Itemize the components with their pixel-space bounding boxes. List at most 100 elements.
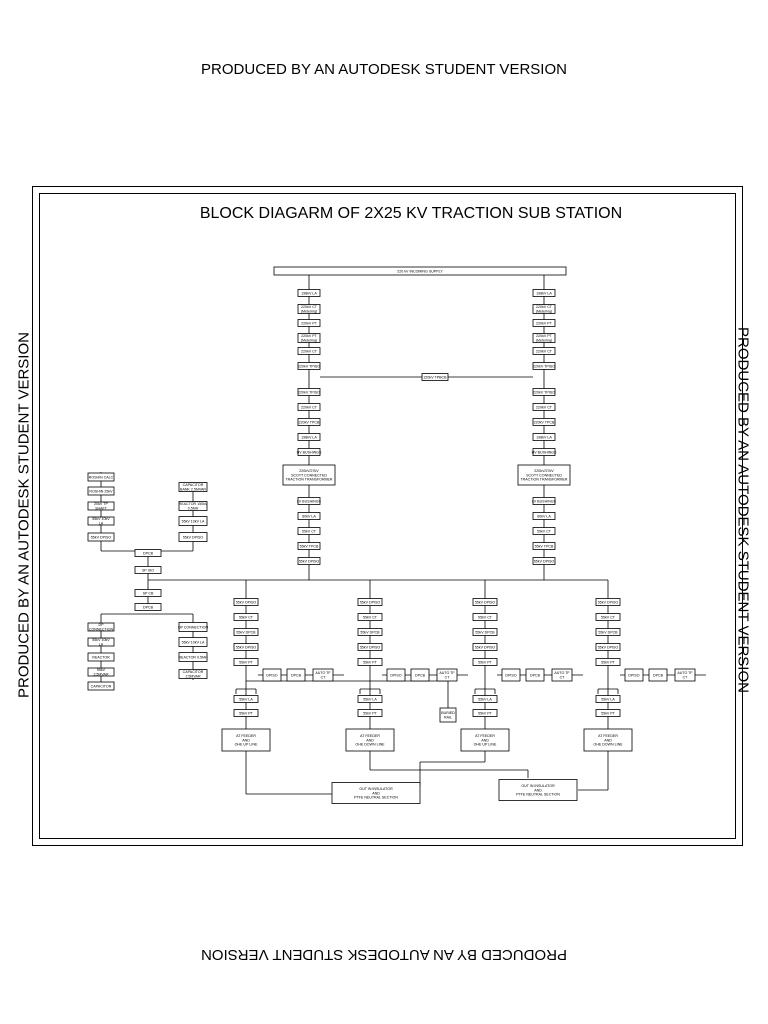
hv-equipment-box-label: 220kV PT [536,334,553,338]
at-feeder-box-label: AT FEEDER [475,734,495,738]
capacitor-left-bottom-box-label: DP [99,623,105,627]
side-chain-box-label: AUTO TF [439,671,455,675]
hv-equipment-box-label: (Metering) [301,338,317,342]
capacitor-right-bottom-box: REACTOR 0.5MH [178,652,208,662]
capacitor-center-box: DPCB [134,603,162,611]
side-chain-box-label: DPCB [530,673,541,677]
hv-equipment-box-label: 220kV CT [301,349,318,353]
hv-equipment-box: LV BUSHINGS [532,497,557,505]
side-chain-box-label: AUTO TF [554,671,570,675]
feeder-equipment-box: 55kV DPCB [472,628,498,636]
hv-equipment-box-label: 220kV PT [536,321,553,325]
hv-equipment-box-label: 220kV CT [536,405,553,409]
hv-equipment-box-label: 198kV LA [536,435,552,439]
hv-equipment-box: 220kV TPISO [297,388,321,396]
side-chain-box-label: DPCB [291,673,302,677]
drawing-frame-outer [32,186,743,846]
feeder-equipment-box: 55kV PT [595,658,621,666]
hv-equipment-box: LV BUSHINGS [297,497,322,505]
side-chain-box-label: DPISO [266,673,277,677]
hv-equipment-box-label: (Metering) [536,338,552,342]
feeder-equipment-box-label: 55kV LA [478,697,492,701]
capacitor-left-top-box-label: 55kV 10kV [92,517,110,521]
capacitor-right-bottom-box-label: CAPACITOR [183,670,204,674]
capacitor-right-bottom-box-label: 55kV 10kV LA [182,640,205,644]
capacitor-left-top-box-label: SHAFT [95,506,108,510]
hv-equipment-box: 220kV TPCB [532,418,556,426]
feeder-equipment-box: 55kV PT [595,709,621,717]
hv-equipment-box-label: 220kV TPISO [533,364,555,368]
bus-coupler-box: 220kV TPBCB [421,373,449,381]
side-chain-box: DPISO [624,668,644,682]
feeder-equipment-box: 55kV LA [357,695,383,703]
hv-equipment-box-label: TRACTION TRANSFORMER [285,478,332,482]
feeder-equipment-box-label: 55kV DPISO [236,645,257,649]
hv-equipment-box: 220kV PT(Metering) [532,333,556,343]
feeder-equipment-box-label: 55kV DPISO [360,600,381,604]
at-feeder-box-label: OHE UP LINE [474,743,497,747]
side-chain-box: DPCB [286,668,306,682]
capacitor-left-bottom-box: CAPACITOR [87,681,115,691]
hv-equipment-box-label: 220kV CT [301,405,318,409]
at-feeder-box-label: AT FEEDER [236,734,256,738]
hv-equipment-box: 60kV LA [297,512,321,520]
hv-equipment-box: 198kV LA [297,433,321,441]
feeder-equipment-box: 55kV DPCB [233,628,259,636]
at-feeder-box-label: AND [481,738,489,742]
capacitor-left-bottom-box-label: CONNECTION [89,627,114,631]
feeder-equipment-box-label: 55kV PT [478,660,493,664]
side-chain-box-label: DPCB [653,673,664,677]
feeder-equipment-box: 55kV LA [472,695,498,703]
hv-equipment-box-label: 60kV LA [537,514,551,518]
feeder-equipment-box-label: 55kV DPCB [598,630,618,634]
buried-rail-box-label: RAIL [444,715,452,719]
capacitor-left-bottom-box-label: 2.5MVAR [93,672,109,676]
feeder-equipment-box-label: 55kV CT [601,615,616,619]
capacitor-left-top-box-label: 20kV TP [94,502,108,506]
feeder-equipment-box-label: 55kV DPISO [475,645,496,649]
hv-equipment-box-label: HV BUSHINGS [532,450,557,454]
feeder-equipment-box: 55kV DPISO [595,643,621,651]
side-chain-box: DPCB [410,668,430,682]
feeder-equipment-box: 55kV PT [357,658,383,666]
hv-equipment-box: HV BUSHINGS [532,448,557,456]
hv-equipment-box-label: 198kV LA [536,291,552,295]
hv-equipment-box: 220kV CT [532,403,556,411]
hv-equipment-box-label: 220kV TPCB [299,420,320,424]
capacitor-right-top-box: 55kV DPISO [178,532,208,542]
hv-equipment-box-label: TRACTION TRANSFORMER [520,478,567,482]
feeder-equipment-box: 55kV LA [595,695,621,703]
feeder-equipment-box-label: 55kV PT [601,711,616,715]
feeder-equipment-box: 55kV DPCB [357,628,383,636]
capacitor-right-top-box-label: CAPACITOR [183,483,204,487]
hv-equipment-box: 55kV CT [532,527,556,535]
capacitor-left-bottom-box-label: REACTOR [92,655,110,659]
capacitor-left-top-box: 55kV DPISO [87,532,115,542]
capacitor-left-top-box: ROSHIN 25kV [87,486,115,496]
insulator-box-label: OUT IN INSULATOR [521,784,555,788]
feeder-equipment-box-label: 55kV CT [239,615,254,619]
insulator-box-label: AND [534,788,542,792]
capacitor-right-bottom-box: DP CONNECTION [178,622,208,632]
hv-equipment-box-label: 220kV TPISO [298,390,320,394]
side-chain-box: DPCB [525,668,545,682]
insulator-box-label: OUT IN INSULATOR [359,787,393,791]
hv-equipment-box-label: 220kV TPISO [533,390,555,394]
side-chain-box: DPISO [262,668,282,682]
feeder-equipment-box-label: 55kV DPISO [360,645,381,649]
hv-equipment-box: 220kV PT(Metering) [297,333,321,343]
hv-equipment-box-label: 220kV PT [301,334,318,338]
capacitor-left-top-box-label: ROSHIN 25kV [89,489,113,493]
at-feeder-box-label: AND [604,738,612,742]
feeder-equipment-box-label: 55kV LA [601,697,615,701]
side-chain-box-label: DPISO [390,673,401,677]
side-chain-box-label: CT [560,675,566,679]
side-chain-box-label: DPCB [415,673,426,677]
capacitor-right-bottom-box-label: 2.5MVAR [185,674,201,678]
